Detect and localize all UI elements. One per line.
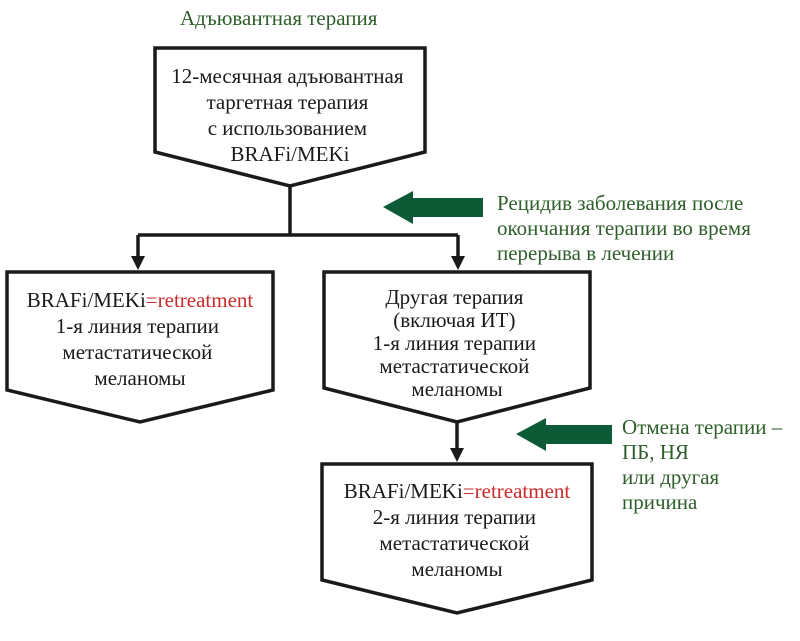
relapse-arrow-icon <box>383 191 483 224</box>
right-box <box>322 270 592 424</box>
arrow-left-head <box>131 256 145 270</box>
left-box-text: 1-я линия терапии метастатической мелано… <box>56 314 225 390</box>
cancel-note: Отмена терапии – ПБ, НЯ или другая причи… <box>622 415 788 514</box>
relapse-note: Рецидив заболевания после окончания тера… <box>497 191 756 265</box>
bottom-box-title: BRAFi/MEKi=retreatment <box>344 479 571 503</box>
top-box-text: 12-месячная адъювантная таргетная терапи… <box>171 64 409 166</box>
left-box <box>5 270 275 424</box>
diagram-title: Адъювантная терапия <box>180 6 378 30</box>
cancel-arrow-icon <box>516 418 612 451</box>
bottom-box <box>320 462 594 615</box>
bottom-box-text: 2-я линия терапии метастатической мелано… <box>373 505 542 581</box>
right-box-text: Другая терапия (включая ИТ) 1-я линия те… <box>373 285 542 401</box>
arrow-right-head <box>451 256 465 270</box>
arrow-bottom-head <box>450 448 464 462</box>
top-box <box>153 46 427 188</box>
left-box-title: BRAFi/MEKi=retreatment <box>27 288 254 312</box>
